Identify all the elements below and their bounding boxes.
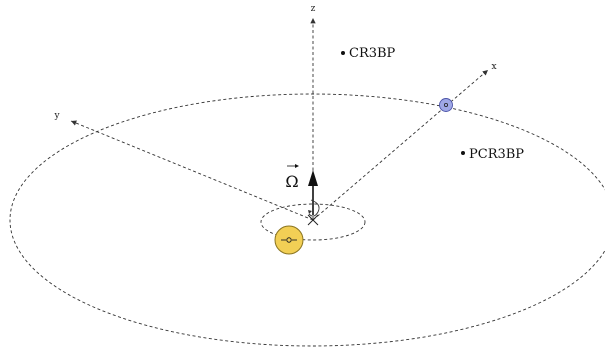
secondary-body bbox=[439, 98, 453, 112]
y-axis-label: y bbox=[53, 111, 60, 121]
inner-orbit bbox=[260, 203, 366, 241]
pcr3bp-label: PCR3BP bbox=[469, 147, 524, 162]
y-axis bbox=[70, 120, 314, 221]
cr3bp-point bbox=[341, 51, 345, 55]
omega-label: Ω bbox=[285, 172, 298, 191]
z-axis-label: z bbox=[311, 4, 316, 14]
x-axis-label: x bbox=[491, 62, 496, 72]
barycenter-mark bbox=[307, 214, 319, 226]
pcr3bp-point bbox=[461, 151, 465, 155]
outer-orbit bbox=[9, 93, 605, 347]
omega-vector bbox=[308, 170, 320, 217]
primary-body bbox=[274, 225, 304, 255]
cr3bp-label: CR3BP bbox=[349, 46, 396, 61]
x-axis bbox=[312, 69, 489, 221]
